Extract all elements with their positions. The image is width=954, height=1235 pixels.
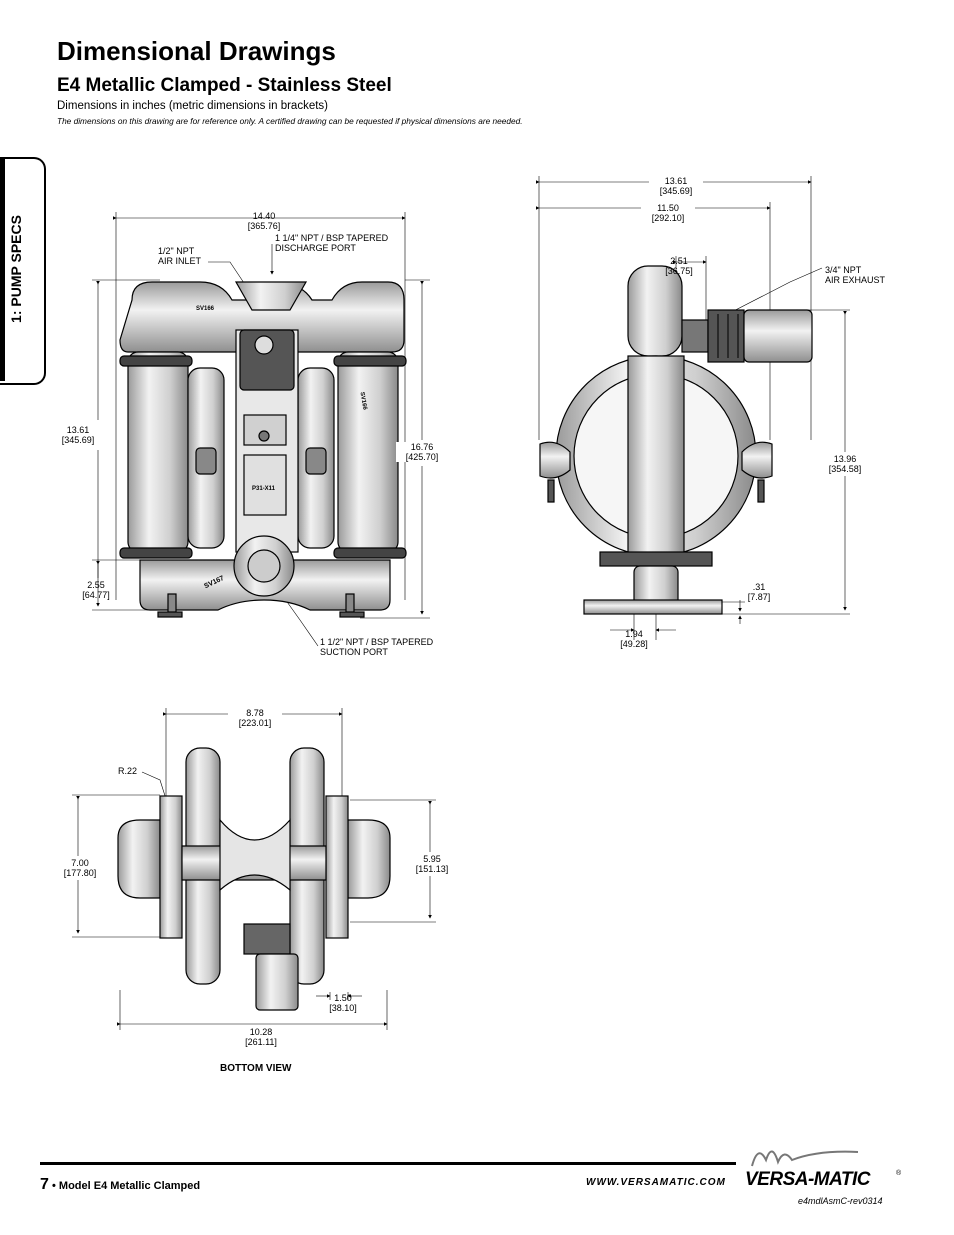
brand-name: VERSA-MATIC: [745, 1169, 871, 1190]
exhaust-offset-dim: 2.51[36.75]: [665, 256, 693, 276]
front-height-dim: 13.61[345.69]: [52, 425, 104, 445]
model-name: • Model E4 Metallic Clamped: [52, 1180, 201, 1192]
side-height-dim: 13.96[354.58]: [820, 454, 870, 474]
side-width-dim: 11.50[292.10]: [641, 203, 695, 223]
page-title: Dimensional Drawings: [57, 36, 336, 66]
units-note: Dimensions in inches (metric dimensions …: [57, 100, 328, 112]
reference-note: The dimensions on this drawing are for r…: [57, 116, 523, 126]
radius-label: R.22: [118, 766, 138, 776]
bottom-edge-dim: 1.50[38.10]: [329, 993, 357, 1013]
section-tab-bar: [0, 157, 5, 381]
bottom-overall-dim: 10.28[261.11]: [245, 1027, 277, 1047]
document-id: e4mdlAsmC-rev0314: [798, 1196, 883, 1206]
website-link[interactable]: WWW.VERSAMATIC.COM: [586, 1177, 726, 1188]
front-base-dim: 2.55[64.77]: [82, 580, 110, 600]
offset-dim: 1.94[49.28]: [620, 629, 648, 649]
stamp-sv166-a: SV166: [196, 306, 215, 312]
footer-rule: [40, 1162, 736, 1165]
bottom-width-dim: 8.78[223.01]: [228, 708, 282, 728]
section-tab: [0, 157, 46, 385]
foot-dim: .31[7.87]: [747, 582, 771, 602]
front-overall-height-dim: 16.76[425.70]: [396, 442, 448, 462]
page-subtitle: E4 Metallic Clamped - Stainless Steel: [57, 75, 392, 96]
bottom-inner-dim: 5.95[151.13]: [408, 854, 456, 874]
page-number: 7: [40, 1176, 49, 1193]
registered-mark: ®: [896, 1170, 902, 1177]
front-width-dim: 14.40[365.76]: [247, 211, 281, 231]
bottom-view-caption: BOTTOM VIEW: [220, 1063, 292, 1074]
stamp-p31: P31-X11: [252, 486, 276, 492]
side-overall-dim: 13.61[345.69]: [649, 176, 703, 196]
versa-matic-logo-icon: [751, 1150, 859, 1167]
bottom-depth-dim: 7.00[177.80]: [56, 858, 104, 878]
